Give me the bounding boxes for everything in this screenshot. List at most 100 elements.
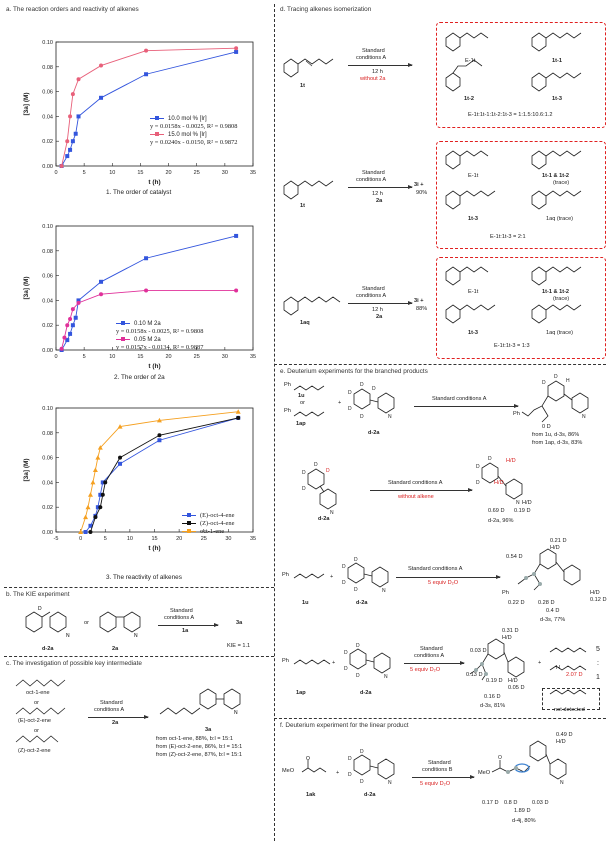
svg-text:N: N — [388, 780, 392, 786]
ph-label: Ph — [284, 408, 291, 414]
data-point — [144, 288, 149, 293]
data-point — [98, 505, 103, 510]
products-box — [436, 257, 606, 359]
x-tick-label: 0 — [54, 170, 57, 176]
x-tick-label: 10 — [109, 170, 115, 176]
chart-3-caption: 3. The reactivity of alkenes — [106, 574, 182, 581]
x-tick-label: 15 — [151, 536, 157, 542]
ratio-text: E-1t:1t-3 = 1:3 — [494, 343, 530, 349]
plot-frame — [55, 225, 254, 351]
data-point — [70, 323, 75, 328]
data-point — [68, 317, 73, 321]
divider — [4, 656, 274, 657]
svg-text:D: D — [476, 480, 480, 486]
condition-line: conditions A — [356, 293, 387, 299]
section-b-title: b. The KIE experiment — [6, 591, 70, 598]
deuterium-value: 0.19 D — [514, 508, 531, 514]
data-point — [73, 315, 78, 320]
data-point — [68, 331, 73, 336]
x-tick-label: 30 — [222, 170, 228, 176]
svg-text:N: N — [234, 710, 238, 716]
y-tick-label: 0.02 — [42, 139, 53, 145]
ratio-text: E-1t:1t-1:1t-2:1t-3 = 1:1.5:10.6:1.2 — [468, 112, 553, 118]
ph-label: Ph — [282, 572, 289, 578]
svg-text:N: N — [388, 414, 392, 420]
x-tick-label: 30 — [222, 354, 228, 360]
section-f-title: f. Deuterium experiment for the linear p… — [280, 722, 409, 729]
ph-label: Ph — [502, 590, 509, 596]
ratio-text: E-1t:1t-3 = 2:1 — [490, 234, 526, 240]
data-point — [83, 514, 89, 520]
1aq-structure — [282, 290, 342, 325]
svg-text:N: N — [516, 500, 520, 506]
data-point — [76, 300, 81, 305]
condition-line: Standard — [362, 48, 385, 54]
y-tick-label: 0.02 — [42, 505, 53, 511]
label-1u: 1u — [298, 393, 305, 399]
svg-text:D: D — [348, 756, 352, 762]
y-tick-label: 0.10 — [42, 224, 53, 230]
regression-equation: y = 0.0240x - 0.0150, R² = 0.9872 — [150, 139, 238, 146]
y-tick-label: 0.00 — [42, 348, 53, 354]
svg-text:D: D — [342, 580, 346, 586]
product-label: 1t-3 — [468, 216, 478, 222]
plus-sign: + — [338, 400, 342, 406]
condition-line: Standard — [362, 286, 385, 292]
condition-line: Standard — [428, 760, 451, 766]
d-2a-structure: D N — [22, 603, 78, 648]
isomer-deuterium: 2.07 D — [566, 672, 583, 678]
x-tick-label: 20 — [166, 170, 172, 176]
deuterium-value: 0.54 D — [506, 554, 523, 560]
product-label: 1t-1 & 1t-2 — [542, 173, 570, 179]
data-point — [70, 139, 75, 144]
data-point — [87, 492, 93, 497]
data-point — [98, 492, 103, 497]
svg-text:D: D — [360, 414, 364, 420]
y-tick-label: 0.10 — [42, 406, 53, 412]
x-tick-label: 15 — [137, 354, 143, 360]
x-tick-label: 10 — [109, 354, 115, 360]
data-point — [144, 48, 149, 53]
svg-text:D: D — [344, 650, 348, 656]
data-point — [65, 338, 70, 343]
legend-item: (E)-oct-4-ene — [200, 512, 235, 519]
product-result: d-3s, 81% — [480, 703, 506, 709]
condition-line: conditions A — [414, 653, 445, 659]
hd-label: H/D — [508, 678, 518, 684]
y-tick-label: 0.08 — [42, 249, 53, 255]
products-box — [436, 141, 606, 249]
1u-structure — [282, 566, 330, 591]
label-1u: 1u — [302, 600, 309, 606]
reaction-arrow — [348, 301, 413, 305]
data-point — [144, 72, 149, 77]
deuterium-value: 0 D — [542, 424, 551, 430]
product-result: d-4j, 80% — [512, 818, 536, 824]
1ak-structure: O — [284, 756, 336, 791]
series-line — [61, 51, 237, 167]
svg-text:D: D — [326, 468, 330, 474]
svg-text:D: D — [38, 606, 42, 612]
product-label: 1t-3 — [552, 96, 562, 102]
alkene-name: (E)-oct-2-ene — [18, 718, 51, 724]
condition-line: Standard — [100, 700, 123, 706]
svg-text:N: N — [134, 633, 138, 639]
product-label: 1t-3 — [468, 330, 478, 336]
condition-line: 5 equiv D₂O — [410, 667, 441, 673]
d-3s-structure — [506, 540, 596, 615]
label-1t: 1t — [300, 203, 305, 209]
data-point — [59, 346, 64, 351]
condition-line: conditions A — [356, 177, 387, 183]
svg-text:D: D — [372, 386, 376, 392]
label-or: or — [34, 700, 39, 706]
x-tick-label: 20 — [166, 354, 172, 360]
hd-label: H/D — [502, 635, 512, 641]
data-point — [118, 461, 123, 466]
data-point — [70, 92, 75, 97]
data-point — [88, 523, 93, 528]
legend-item: 0.05 M 2a — [134, 337, 161, 343]
y-axis-label: [3a] (M) — [23, 276, 30, 299]
chart-1-caption: 1. The order of catalyst — [106, 189, 172, 196]
svg-text:D: D — [354, 557, 358, 563]
